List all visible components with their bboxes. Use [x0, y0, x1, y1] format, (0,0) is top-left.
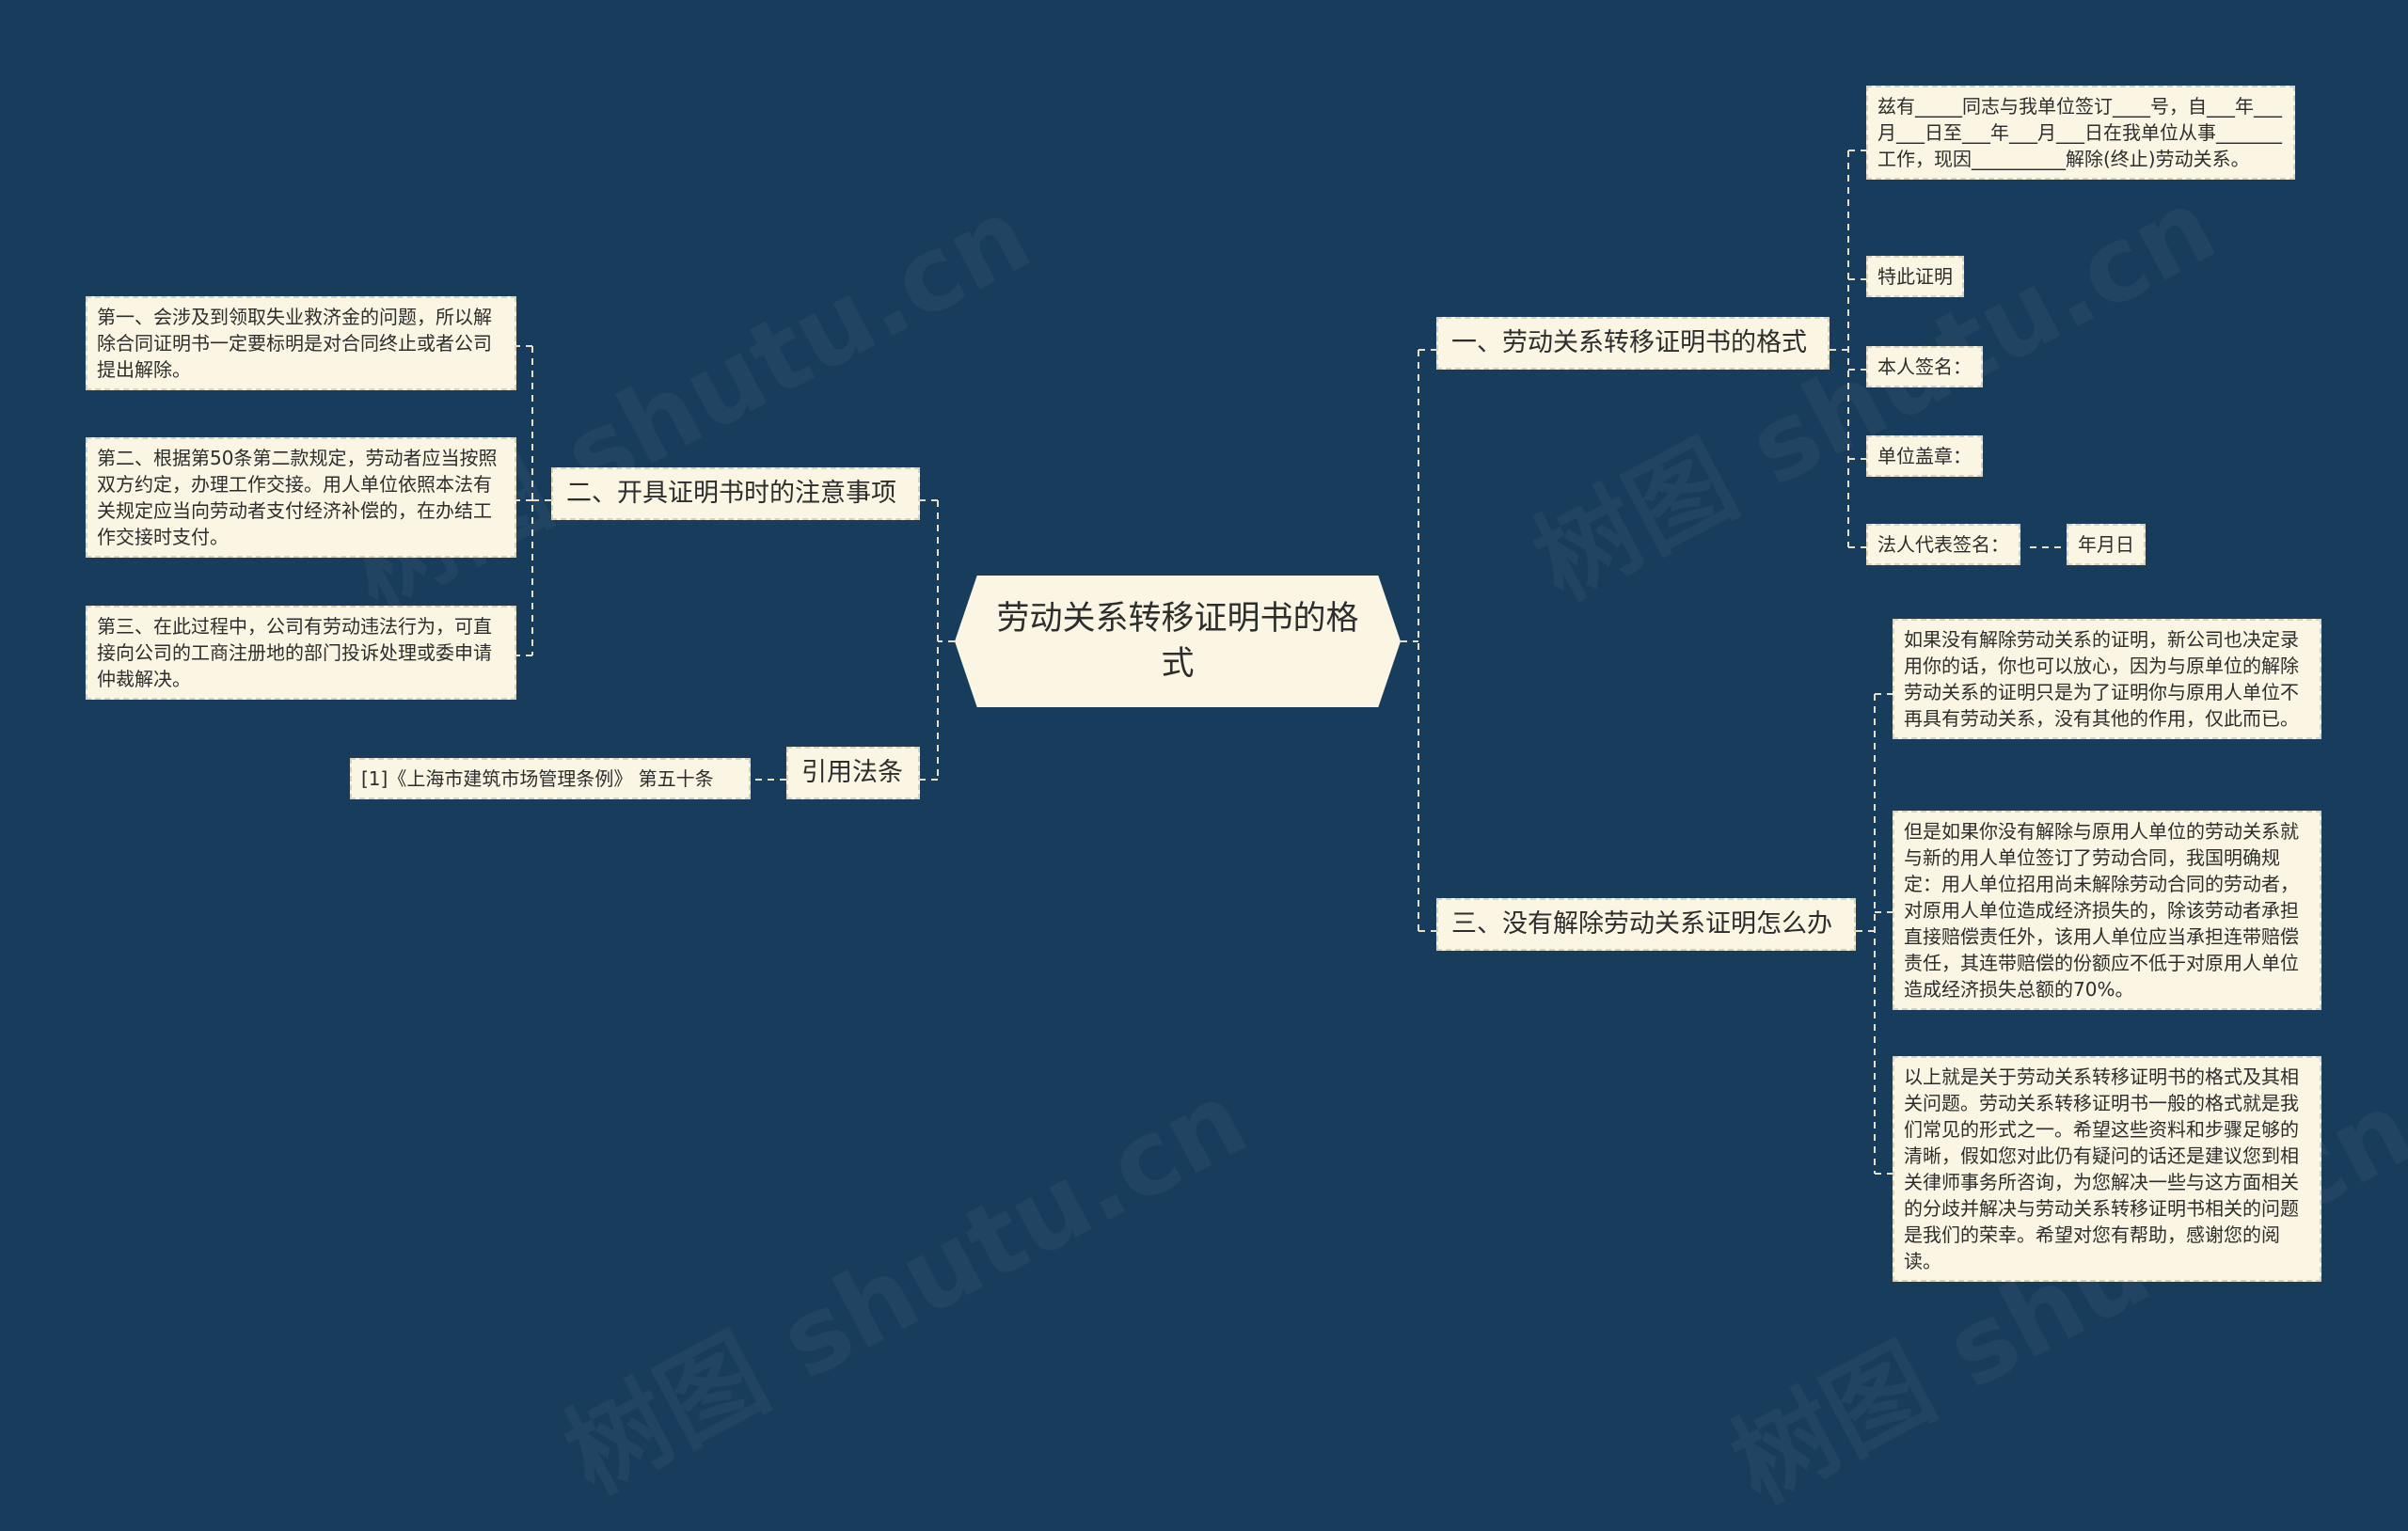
without-item-1[interactable]: 如果没有解除劳动关系的证明，新公司也决定录用你的话，你也可以放心，因为与原单位的…	[1893, 619, 2321, 739]
format-certify[interactable]: 特此证明	[1866, 256, 1964, 297]
notes-item-3[interactable]: 第三、在此过程中，公司有劳动违法行为，可直接向公司的工商注册地的部门投诉处理或委…	[86, 606, 516, 700]
mind-map-canvas: 树图 shutu.cn 树图 shutu.cn 树图 shutu.cn 树图 s…	[86, 86, 2321, 1282]
root-topic[interactable]: 劳动关系转移证明书的格式	[955, 576, 1401, 707]
format-legal-rep[interactable]: 法人代表签名：	[1866, 524, 2020, 565]
notes-item-1[interactable]: 第一、会涉及到领取失业救济金的问题，所以解除合同证明书一定要标明是对合同终止或者…	[86, 296, 516, 390]
branch-format[interactable]: 一、劳动关系转移证明书的格式	[1436, 317, 1830, 370]
watermark: 树图 shutu.cn	[535, 1036, 1267, 1521]
format-template-text[interactable]: 兹有_____同志与我单位签订____号，自___年___月___日至___年_…	[1866, 86, 2295, 180]
format-signature[interactable]: 本人签名：	[1866, 346, 1983, 387]
law-reference[interactable]: [1]《上海市建筑市场管理条例》 第五十条	[350, 758, 751, 799]
format-date[interactable]: 年月日	[2067, 524, 2146, 565]
branch-without-certificate[interactable]: 三、没有解除劳动关系证明怎么办	[1436, 898, 1856, 951]
without-item-3[interactable]: 以上就是关于劳动关系转移证明书的格式及其相关问题。劳动关系转移证明书一般的格式就…	[1893, 1056, 2321, 1282]
without-item-2[interactable]: 但是如果你没有解除与原用人单位的劳动关系就与新的用人单位签订了劳动合同，我国明确…	[1893, 811, 2321, 1010]
notes-item-2[interactable]: 第二、根据第50条第二款规定，劳动者应当按照双方约定，办理工作交接。用人单位依照…	[86, 437, 516, 558]
branch-notes[interactable]: 二、开具证明书时的注意事项	[551, 467, 920, 520]
branch-law[interactable]: 引用法条	[786, 747, 920, 799]
watermark: 树图 shutu.cn	[319, 152, 1051, 637]
format-unit-seal[interactable]: 单位盖章：	[1866, 435, 1983, 477]
